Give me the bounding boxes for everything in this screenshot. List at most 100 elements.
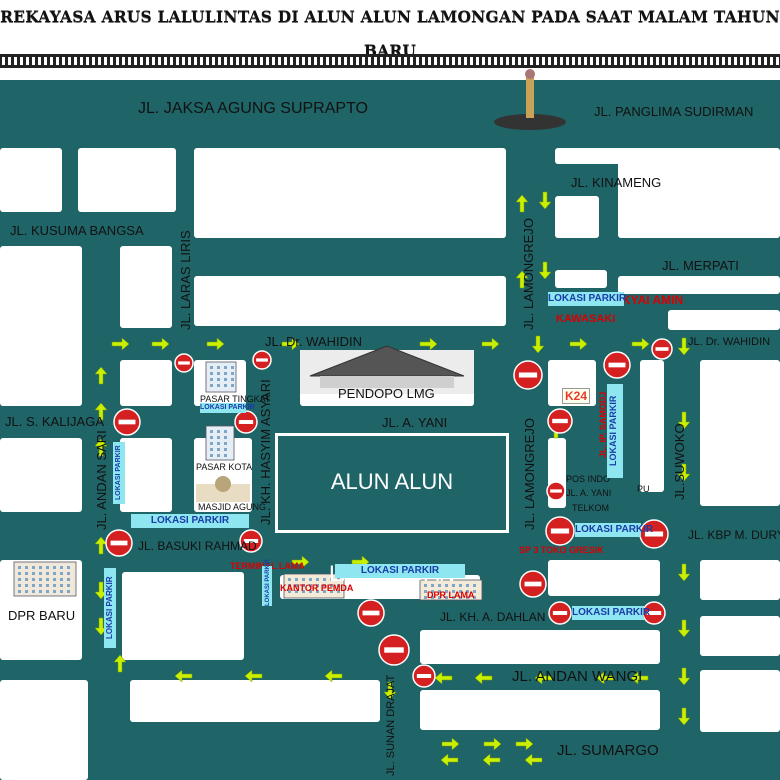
dpr-baru-icon-window	[46, 578, 49, 581]
kantor-pemda-icon-window	[309, 584, 312, 587]
traffic-arrow	[94, 536, 108, 555]
pasar-tingkat-icon-window	[231, 372, 234, 375]
no-entry-bar	[524, 581, 542, 587]
city-block	[122, 572, 244, 660]
strip-tick	[446, 57, 449, 65]
dpr-baru-icon-window	[53, 584, 56, 587]
dpr-lama-icon-window	[424, 590, 427, 593]
traffic-arrow-shape	[630, 671, 649, 685]
traffic-arrow-shape	[291, 555, 310, 569]
strip-tick	[452, 57, 455, 65]
strip-tick	[260, 57, 263, 65]
pasar-tingkat-icon-window	[210, 372, 213, 375]
dpr-lama-icon-window	[466, 596, 469, 599]
city-block	[700, 560, 780, 600]
street-jaksa-agung: JL. JAKSA AGUNG SUPRAPTO	[138, 100, 368, 117]
traffic-arrow-shape	[677, 619, 691, 638]
street-sumargo: JL. SUMARGO	[557, 742, 659, 759]
strip-tick	[464, 57, 467, 65]
strip-tick	[344, 57, 347, 65]
city-block	[194, 276, 506, 326]
pasar-kota-icon-window	[217, 454, 220, 457]
kantor-pemda-icon-window	[316, 578, 319, 581]
no-entry-bar	[118, 419, 136, 425]
strip-tick	[266, 57, 269, 65]
strip-tick	[590, 57, 593, 65]
traffic-arrow	[677, 667, 691, 686]
traffic-arrow	[324, 669, 343, 683]
pasar-tingkat-icon-window	[210, 378, 213, 381]
traffic-arrow-shape	[677, 667, 691, 686]
no-entry-sign	[113, 408, 141, 436]
pasar-tingkat-icon-window	[231, 384, 234, 387]
strip-tick	[32, 57, 35, 65]
kantor-pemda-icon-window	[337, 590, 340, 593]
strip-tick	[308, 57, 311, 65]
traffic-arrow	[596, 671, 615, 685]
street-lamongrejo-top: JL. LAMONGREJO	[521, 218, 536, 330]
traffic-arrow-shape	[174, 669, 193, 683]
strip-tick	[518, 57, 521, 65]
parking-masjid: LOKASI PARKIR	[131, 514, 249, 528]
street-kh-dahlan: JL. KH. A. DAHLAN	[440, 610, 546, 624]
strip-tick	[170, 57, 173, 65]
strip-tick	[56, 57, 59, 65]
strip-tick	[374, 57, 377, 65]
no-entry-sign	[412, 664, 436, 688]
traffic-arrow-shape	[569, 337, 588, 351]
no-entry-bar	[646, 611, 662, 615]
strip-tick	[422, 57, 425, 65]
traffic-arrow	[151, 337, 170, 351]
street-kbp-duryat: JL. KBP M. DURYAT	[688, 528, 780, 542]
title-border-pattern	[2, 57, 779, 65]
strip-tick	[758, 57, 761, 65]
traffic-arrow	[113, 654, 127, 673]
traffic-arrow-shape	[383, 681, 397, 700]
dpr-baru-icon-window	[18, 566, 21, 569]
strip-tick	[8, 57, 11, 65]
strip-tick	[110, 57, 113, 65]
street-kusuma-bangsa: JL. KUSUMA BANGSA	[10, 223, 144, 238]
no-entry-bar	[416, 674, 432, 678]
traffic-arrow	[677, 707, 691, 726]
traffic-arrow	[94, 402, 108, 421]
city-block	[700, 670, 780, 732]
label-a-yani-small: JL. A. YANI	[566, 488, 612, 498]
dpr-baru-icon-window	[67, 566, 70, 569]
traffic-arrow	[481, 337, 500, 351]
pasar-tingkat-icon-window	[224, 378, 227, 381]
no-entry-sign	[545, 516, 575, 546]
no-entry-sign	[252, 350, 272, 370]
strip-tick	[218, 57, 221, 65]
dpr-lama-icon-window	[466, 590, 469, 593]
traffic-arrow-shape	[596, 671, 615, 685]
strip-tick	[644, 57, 647, 65]
dpr-baru-icon-window	[60, 578, 63, 581]
dpr-lama-icon-window	[431, 596, 434, 599]
strip-tick	[44, 57, 47, 65]
strip-tick	[554, 57, 557, 65]
city-block	[78, 148, 176, 212]
strip-tick	[314, 57, 317, 65]
dpr-baru-icon-window	[39, 566, 42, 569]
pasar-tingkat-icon-window	[217, 378, 220, 381]
kantor-pemda-icon-window	[302, 578, 305, 581]
traffic-arrow	[281, 337, 300, 351]
dpr-baru-icon-window	[18, 584, 21, 587]
strip-tick	[362, 57, 365, 65]
city-block	[420, 690, 660, 730]
strip-tick	[206, 57, 209, 65]
dpr-baru-icon-window	[67, 584, 70, 587]
traffic-arrow-shape	[677, 563, 691, 582]
strip-tick	[128, 57, 131, 65]
strip-tick	[620, 57, 623, 65]
strip-tick	[86, 57, 89, 65]
strip-tick	[584, 57, 587, 65]
strip-tick	[62, 57, 65, 65]
city-block	[0, 680, 88, 780]
dpr-lama-icon-window	[445, 590, 448, 593]
traffic-arrow-shape	[94, 366, 108, 385]
traffic-arrow-shape	[515, 194, 529, 213]
dpr-baru-icon-window	[18, 590, 21, 593]
